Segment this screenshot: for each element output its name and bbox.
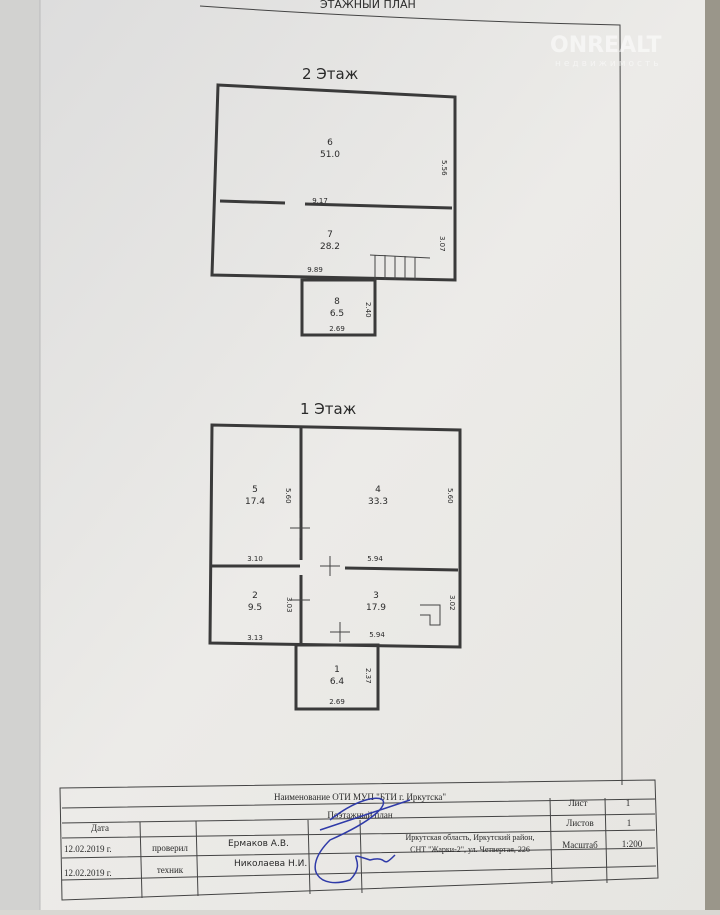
dim: 5.60: [446, 488, 454, 504]
room-8-area: 6.5: [330, 309, 344, 319]
sheets-label: Листов: [566, 818, 593, 828]
checked-date: 12.02.2019 г.: [64, 844, 112, 854]
dim: 5.56: [440, 160, 448, 176]
watermark-sub: недвижимость: [555, 59, 662, 69]
dim: 9.17: [312, 197, 328, 205]
checked-name: Ермаков А.В.: [228, 839, 289, 849]
room-1-number: 1: [334, 665, 340, 675]
dim: 3.07: [438, 236, 446, 252]
room-5-area: 17.4: [245, 497, 265, 507]
sheet-value: 1: [626, 798, 631, 808]
dim: 3.13: [247, 634, 263, 642]
scale-label: Масштаб: [562, 840, 598, 850]
technician-date: 12.02.2019 г.: [64, 868, 112, 878]
technician-role: техник: [157, 865, 184, 875]
room-7-area: 28.2: [320, 242, 340, 252]
room-8-porch: [300, 278, 377, 337]
dim: 3.10: [247, 555, 263, 563]
document-name: Поэтажный план: [327, 810, 392, 820]
dim: 5.60: [284, 488, 292, 504]
background-edge: [705, 0, 720, 910]
room-1-porch: [294, 643, 380, 711]
date-header: Дата: [91, 823, 109, 833]
room-3-area: 17.9: [366, 603, 386, 613]
room-1-area: 6.4: [330, 677, 345, 687]
dim: 9.89: [307, 266, 323, 274]
dim: 2.69: [329, 325, 345, 333]
room-6-number: 6: [327, 138, 333, 148]
paper: [0, 0, 705, 910]
room-4-number: 4: [375, 485, 381, 495]
room-2-number: 2: [252, 591, 258, 601]
floor-1-title: 1 Этаж: [300, 400, 356, 418]
watermark-brand: ONREALT: [550, 33, 662, 58]
technician-name: Николаева Н.И.: [234, 859, 307, 869]
sheet-label: Лист: [569, 798, 588, 808]
scale-value: 1:200: [622, 839, 643, 849]
room-6-area: 51.0: [320, 150, 340, 160]
room-3-number: 3: [373, 591, 379, 601]
dim: 2.37: [364, 668, 372, 684]
address-line-1: Иркутская область, Иркутский район,: [405, 833, 534, 842]
floor-2-plan: 2 Этаж 6 51.0 9.17 5.56 7 28.2 3.07 9.89…: [210, 65, 457, 337]
org-name: Наименование ОТИ МУП "БТИ г. Иркутска": [274, 792, 446, 802]
dim: 2.69: [329, 698, 345, 706]
floor-2-title: 2 Этаж: [302, 65, 358, 83]
dim: 5.94: [367, 555, 383, 563]
sheets-value: 1: [627, 818, 632, 828]
floor-1-plan: 1 Этаж 5 17.4 5.60 4 33.3 5.60 3.10 5.94…: [208, 400, 462, 711]
room-8-number: 8: [334, 297, 340, 307]
room-2-area: 9.5: [248, 603, 262, 613]
dim: 3.03: [285, 597, 293, 613]
dim: 2.40: [364, 302, 372, 318]
dim: 5.94: [369, 631, 385, 639]
room-5-number: 5: [252, 485, 258, 495]
room-4-area: 33.3: [368, 497, 388, 507]
dim: 3.02: [448, 595, 456, 611]
room-7-number: 7: [327, 230, 333, 240]
signature: [314, 797, 411, 884]
header-title: ЭТАЖНЫЙ ПЛАН: [320, 0, 416, 11]
checked-role: проверил: [152, 843, 188, 853]
page-frame: [199, 5, 623, 786]
title-block: Наименование ОТИ МУП "БТИ г. Иркутска" П…: [59, 779, 659, 901]
address-line-2: СНТ "Жарки-2", ул. Четвертая, 226: [410, 845, 530, 854]
